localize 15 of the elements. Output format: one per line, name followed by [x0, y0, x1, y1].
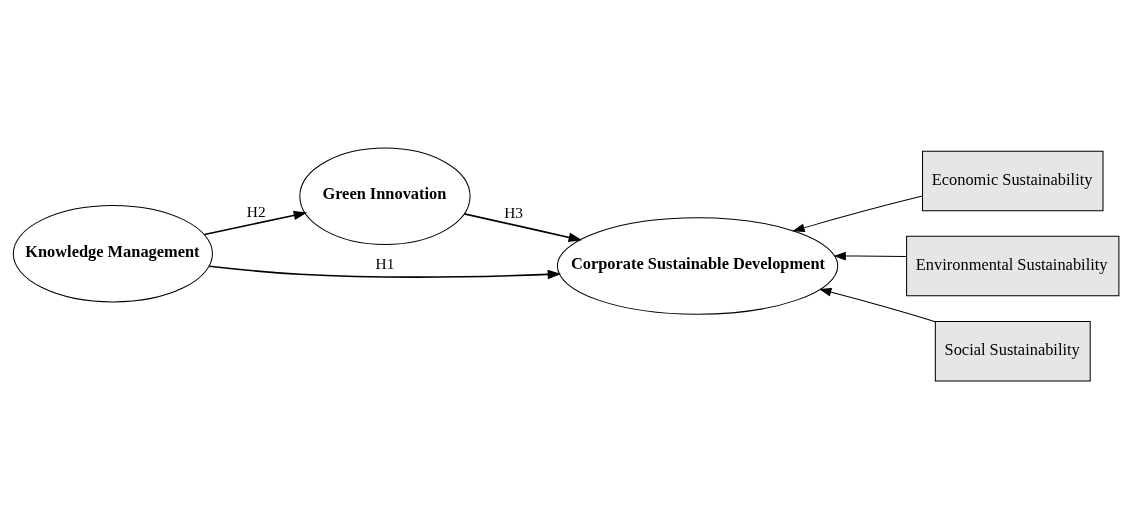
node-box: Economic Sustainability [922, 150, 1104, 211]
arrow [819, 287, 936, 322]
arrow [463, 212, 583, 242]
node-ellipse: Green Innovation [299, 147, 471, 245]
arrow [208, 264, 562, 279]
arrow [792, 195, 923, 232]
edge-label: H2 [246, 202, 266, 220]
arrow [203, 210, 308, 235]
node-ellipse: Knowledge Management [12, 204, 213, 302]
node-box: Environmental Sustainability [906, 235, 1120, 296]
node-ellipse: Corporate Sustainable Development [556, 216, 839, 315]
node-box: Social Sustainability [934, 320, 1091, 381]
edge-label: H1 [375, 254, 395, 272]
arrow [833, 251, 907, 260]
edge-label: H3 [504, 203, 524, 221]
